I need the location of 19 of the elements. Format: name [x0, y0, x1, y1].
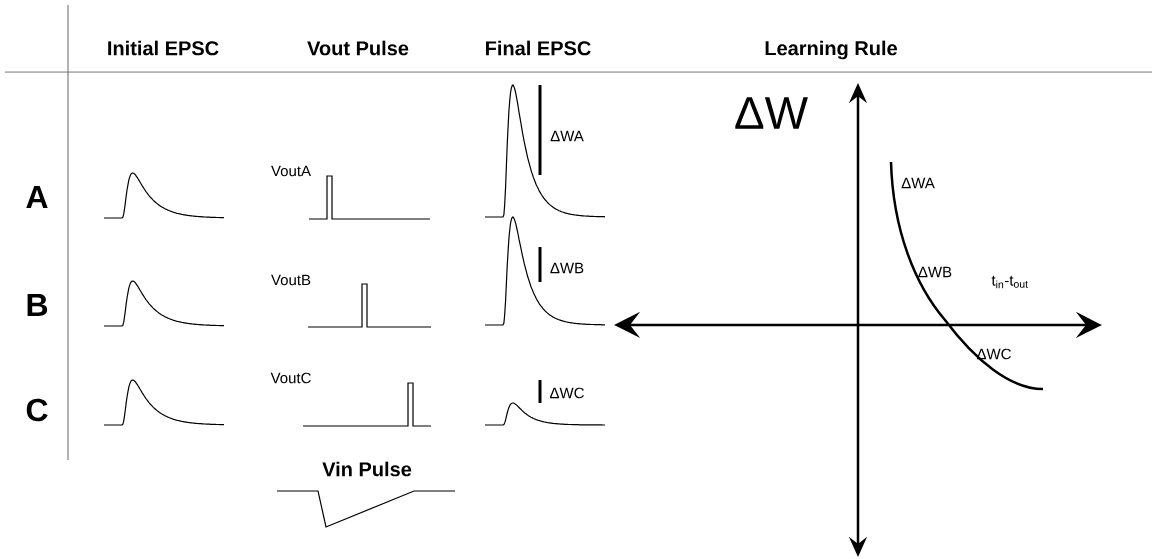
axis-label: t$_{in}$-t$_{out}$: [991, 275, 1028, 289]
weight-change-label: ΔWC: [549, 387, 584, 399]
pulse-label: VoutB: [271, 274, 311, 286]
curve-label: ΔWB: [918, 266, 952, 278]
column-heading: Learning Rule: [765, 40, 897, 60]
weight-change-label: ΔWB: [550, 262, 584, 274]
row-label: B: [27, 294, 48, 316]
column-heading: Initial EPSC: [108, 40, 219, 56]
pulse-label: VoutA: [271, 165, 311, 177]
weight-change-label: ΔWA: [550, 130, 584, 142]
curve-label: ΔWA: [901, 177, 935, 189]
row-label: C: [26, 398, 48, 422]
row-label: A: [26, 186, 48, 208]
axis-label: ΔW: [735, 97, 808, 129]
column-heading: Vout Pulse: [307, 40, 409, 56]
pulse-label: VoutC: [270, 372, 311, 384]
curve-label: ΔWC: [976, 348, 1011, 360]
column-heading: Vin Pulse: [322, 461, 412, 477]
column-heading: Final EPSC: [486, 40, 591, 56]
